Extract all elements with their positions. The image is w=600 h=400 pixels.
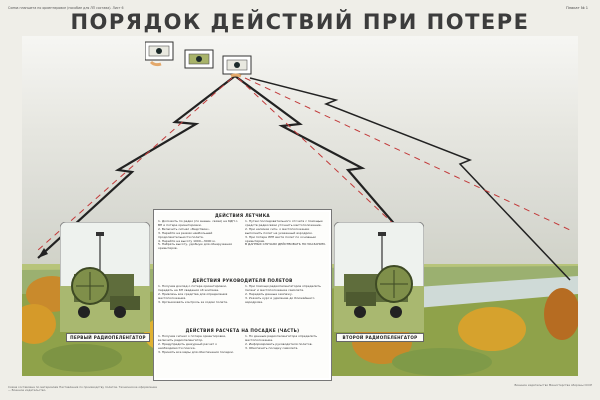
- second-direction-finder-image: [334, 222, 424, 332]
- flight-leader-text-left: 1. Получив доклад о потере ориентировки,…: [158, 285, 228, 304]
- crew-text-right: 1. По данным радиопеленгатора определить…: [245, 335, 317, 350]
- footer-left: Схема составлена по материалам Наставлен…: [8, 385, 157, 393]
- instructions-panel: ДЕЙСТВИЯ ЛЕТЧИКА 1. Доложить по радио (п…: [153, 209, 332, 381]
- flight-leader-text-right: 1. При помощи радиопеленгаторов определи…: [245, 285, 321, 304]
- instrument-panels: [145, 41, 252, 78]
- second-direction-finder-label: ВТОРОЙ РАДИОПЕЛЕНГАТОР: [336, 333, 424, 342]
- footer-right: Военное издательство Министерства оборон…: [514, 383, 592, 387]
- first-direction-finder-image: [60, 222, 150, 332]
- pilot-text-right: 1. Путем последовательного отсчета с пом…: [245, 220, 326, 247]
- first-direction-finder-label: ПЕРВЫЙ РАДИОПЕЛЕНГАТОР: [66, 333, 150, 342]
- caption-top-right: Плакат № 1: [566, 6, 588, 10]
- crew-heading: ДЕЙСТВИЯ РАСЧЕТА НА ПОСАДКЕ (ЧАСТЬ): [185, 328, 300, 333]
- pilot-heading: ДЕЙСТВИЯ ЛЕТЧИКА: [215, 213, 270, 218]
- pilot-section: ДЕЙСТВИЯ ЛЕТЧИКА: [158, 213, 327, 218]
- pilot-text-left: 1. Доложить по радио (по внешн. связи) н…: [158, 220, 238, 251]
- crew-text-left: 1. Получив сигнал о потере ориентировки,…: [158, 335, 234, 354]
- flight-leader-heading: ДЕЙСТВИЯ РУКОВОДИТЕЛЯ ПОЛЕТОВ: [192, 278, 293, 283]
- caption-top-left: Схема планшета по ориентировке (пособие …: [8, 6, 124, 10]
- crew-section: ДЕЙСТВИЯ РАСЧЕТА НА ПОСАДКЕ (ЧАСТЬ): [158, 328, 327, 333]
- flight-leader-section: ДЕЙСТВИЯ РУКОВОДИТЕЛЯ ПОЛЕТОВ: [158, 278, 327, 283]
